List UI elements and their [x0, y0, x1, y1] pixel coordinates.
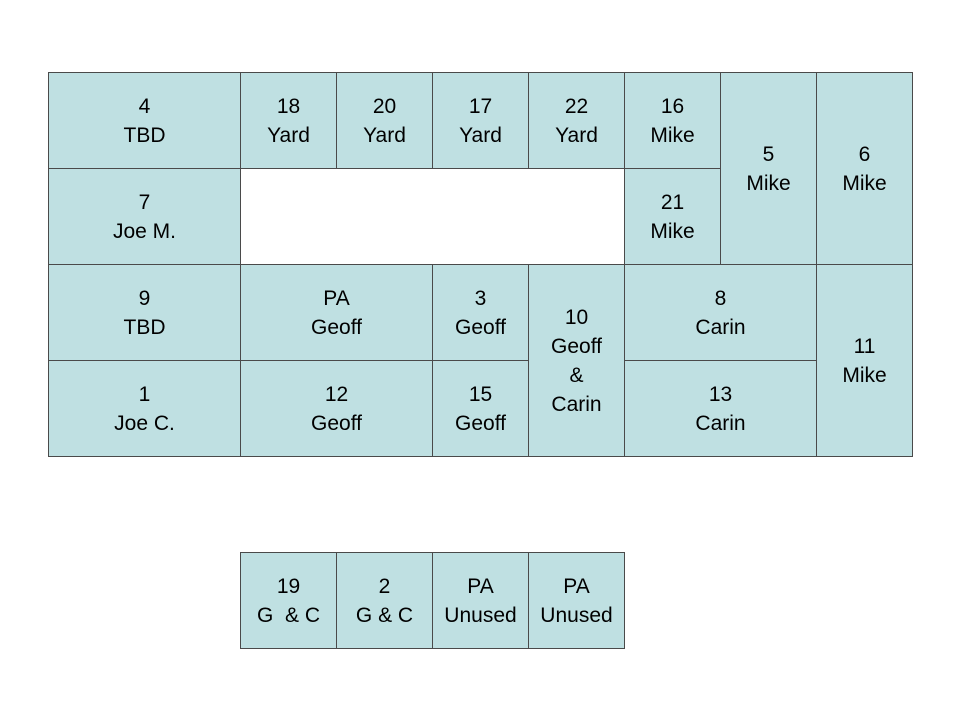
plot-owner: Joe M. [112, 219, 177, 243]
plot-7: 7 Joe M. [48, 168, 241, 265]
plot-17: 17 Yard [432, 72, 529, 169]
plot-owner: Geoff [311, 315, 362, 339]
plot-number: 16 [660, 94, 685, 118]
plot-4: 4 TBD [48, 72, 241, 169]
plot-5: 5 Mike [720, 72, 817, 265]
plot-owner: Yard [363, 123, 406, 147]
plot-number: 3 [474, 286, 487, 310]
plot-22: 22 Yard [528, 72, 625, 169]
plot-number: 5 [762, 142, 775, 166]
plot-10: 10 Geoff & Carin [528, 264, 625, 457]
plot-owner: Geoff [455, 315, 506, 339]
plot-16: 16 Mike [624, 72, 721, 169]
plot-6: 6 Mike [816, 72, 913, 265]
plot-number: 17 [468, 94, 493, 118]
plot-owner-joiner: & [569, 363, 584, 387]
plot-owner: Mike [650, 219, 695, 243]
plot-9: 9 TBD [48, 264, 241, 361]
plot-owner: Yard [555, 123, 598, 147]
plot-number: 22 [564, 94, 589, 118]
plot-owner: Yard [459, 123, 502, 147]
plot-owner: G & C [256, 603, 320, 627]
plot-11: 11 Mike [816, 264, 913, 457]
plot-20: 20 Yard [336, 72, 433, 169]
plot-2: 2 G & C [336, 552, 433, 649]
plot-number: 13 [708, 382, 733, 406]
plot-number: 10 [564, 305, 589, 329]
plot-number: 15 [468, 382, 493, 406]
plot-owner: Geoff [455, 411, 506, 435]
plot-owner: Geoff [551, 334, 602, 358]
plot-number: 9 [138, 286, 151, 310]
plot-18: 18 Yard [240, 72, 337, 169]
plot-number: 18 [276, 94, 301, 118]
plot-21: 21 Mike [624, 168, 721, 265]
plot-pa-unused: PA Unused [528, 552, 625, 649]
plot-number: 20 [372, 94, 397, 118]
plot-owner: Mike [746, 171, 791, 195]
plot-owner: Yard [267, 123, 310, 147]
plot-owner: Geoff [311, 411, 362, 435]
plot-owner: Carin [695, 411, 746, 435]
plot-number: 8 [714, 286, 727, 310]
plot-owner: Carin [695, 315, 746, 339]
plot-1: 1 Joe C. [48, 360, 241, 457]
plot-owner: Mike [650, 123, 695, 147]
plot-number: PA [323, 286, 350, 310]
plot-owner: Mike [842, 171, 887, 195]
plot-pa-geoff: PA Geoff [240, 264, 433, 361]
plot-number: PA [467, 574, 494, 598]
plot-number: 11 [853, 334, 876, 358]
plot-owner: Carin [551, 392, 602, 416]
plot-19: 19 G & C [240, 552, 337, 649]
plot-number: 19 [276, 574, 301, 598]
plot-number: 21 [660, 190, 685, 214]
plot-owner: TBD [123, 315, 166, 339]
plot-owner: Unused [444, 603, 517, 627]
plot-owner: Joe C. [114, 411, 175, 435]
plot-number: 1 [138, 382, 151, 406]
plot-12: 12 Geoff [240, 360, 433, 457]
plot-owner: G & C [355, 603, 414, 627]
plot-13: 13 Carin [624, 360, 817, 457]
plot-owner: TBD [123, 123, 166, 147]
plot-15: 15 Geoff [432, 360, 529, 457]
plot-pa-unused: PA Unused [432, 552, 529, 649]
plot-number: 6 [858, 142, 871, 166]
plot-number: 2 [378, 574, 391, 598]
plot-number: 12 [324, 382, 349, 406]
plot-number: PA [563, 574, 590, 598]
plot-number: 7 [138, 190, 151, 214]
plot-owner: Mike [842, 363, 887, 387]
plot-8: 8 Carin [624, 264, 817, 361]
plot-owner: Unused [540, 603, 613, 627]
plot-number: 4 [138, 94, 151, 118]
plot-3: 3 Geoff [432, 264, 529, 361]
